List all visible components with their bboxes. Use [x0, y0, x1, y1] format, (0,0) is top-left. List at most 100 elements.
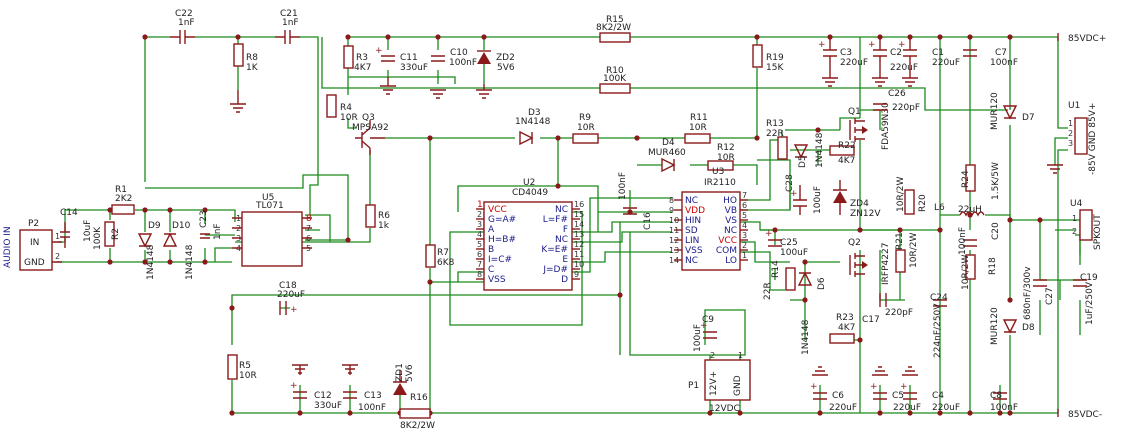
u3-left-pin-label: NC	[685, 256, 698, 266]
transistor-q3: Q3 MPSA92	[352, 113, 389, 155]
svg-text:4K7: 4K7	[838, 323, 855, 333]
cap-c28: + C28 100uF	[785, 174, 823, 215]
svg-text:D4: D4	[662, 138, 675, 148]
svg-text:C16: C16	[643, 212, 653, 230]
svg-text:U3: U3	[712, 167, 724, 177]
svg-text:C17: C17	[862, 315, 880, 325]
svg-text:D5: D5	[798, 155, 808, 168]
resistor-r16: R16 8K2/2W	[399, 393, 435, 431]
svg-text:220uF: 220uF	[829, 403, 857, 413]
svg-text:1N4148: 1N4148	[801, 319, 811, 355]
svg-text:2: 2	[710, 351, 715, 360]
svg-text:100uF: 100uF	[813, 186, 823, 214]
u2-left-pin-number: 4	[477, 230, 482, 239]
cap-c7: C7 100nF	[963, 48, 1018, 68]
u2-left-pin-label: B	[488, 245, 494, 255]
cap-c9: + C9 100uF	[693, 315, 717, 352]
u2-left-pin-number: 7	[477, 260, 482, 269]
svg-text:100nF: 100nF	[958, 227, 968, 255]
svg-text:R4: R4	[340, 103, 352, 113]
svg-text:1: 1	[1072, 214, 1077, 223]
svg-text:D9: D9	[148, 221, 161, 231]
u2-right-pin-number: 12	[574, 240, 584, 249]
svg-text:R5: R5	[239, 361, 251, 371]
svg-text:C26: C26	[888, 89, 906, 99]
svg-text:C23: C23	[199, 210, 209, 228]
resistor-r6: R6 1k	[365, 204, 390, 231]
svg-text:MUR120: MUR120	[990, 92, 1000, 130]
diode-d7: D7 MUR120	[990, 92, 1035, 130]
u2-left-pin-label: VCC	[488, 205, 507, 215]
u3-left-pin-label: HIN	[685, 216, 701, 226]
svg-text:1K: 1K	[246, 63, 259, 73]
u3-left-pin-number: 9	[669, 206, 674, 215]
cap-c2: + C2 220uF	[868, 37, 918, 78]
u2-right-pin-number: 9	[574, 270, 579, 279]
svg-text:GND: GND	[733, 375, 743, 396]
svg-text:C27: C27	[1045, 287, 1055, 305]
u3-left-pin-label: LIN	[685, 236, 699, 246]
svg-text:1k: 1k	[378, 221, 390, 231]
svg-text:330uF: 330uF	[314, 401, 342, 411]
u2-left-pin-number: 1	[477, 200, 483, 210]
svg-text:IN: IN	[30, 238, 39, 248]
svg-text:R24: R24	[961, 170, 971, 188]
svg-text:R20: R20	[918, 194, 928, 212]
u3-right-pin-number: 6	[742, 201, 747, 210]
svg-text:22R: 22R	[763, 282, 773, 300]
u2-left-pin-label: G=A#	[488, 215, 516, 225]
svg-text:10R: 10R	[689, 123, 707, 133]
resistor-r3: R3 4K7	[343, 45, 371, 73]
svg-text:C1: C1	[932, 48, 944, 58]
svg-text:12V+: 12V+	[709, 371, 719, 396]
diode-d10: D10 1N4148	[162, 221, 195, 280]
svg-text:D10: D10	[172, 221, 191, 231]
connector-p1: P1 12V+ GND 2 1 12VDC	[688, 351, 751, 414]
svg-text:U5: U5	[262, 193, 274, 203]
cap-c1: + C1 220uF	[898, 37, 960, 78]
u3-left-pin-number: 13	[669, 246, 679, 255]
u2-right-pin-number: 13	[574, 230, 584, 239]
cap-c4: + C4 220uF	[900, 382, 960, 413]
svg-text:C12: C12	[314, 391, 332, 401]
u2-left-pin-label: H=B#	[488, 235, 516, 245]
u2-right-pin-label: NC	[555, 205, 568, 215]
u2-left-pin-number: 6	[477, 250, 482, 259]
u3-left-pin-label: NC	[685, 196, 698, 206]
resistor-r20: 10R/2W R20	[896, 177, 928, 215]
resistor-r21: R21 10R/2W	[895, 232, 919, 273]
svg-text:P2: P2	[28, 219, 39, 229]
svg-text:CD4049: CD4049	[512, 188, 548, 198]
connector-u1: U1 1 2 3 -85V GND 85V+	[1068, 101, 1098, 175]
svg-text:220uF: 220uF	[893, 403, 921, 413]
cap-c8: C8 100nF	[990, 391, 1018, 413]
resistor-r13: R13 22R	[766, 119, 788, 160]
connector-u4: U4 1 2 SPKOUT	[1070, 199, 1103, 250]
rail-labels: 85VDC+ 85VDC-	[1057, 33, 1106, 420]
svg-text:10R/2W: 10R/2W	[909, 233, 919, 268]
u2-left-pin-label: A	[488, 225, 495, 235]
cap-c18: + C18 220uF	[277, 281, 305, 315]
cap-c21: C21 1nF	[275, 9, 300, 44]
u2-right-pin-number: 11	[574, 250, 584, 259]
svg-text:U4: U4	[1070, 199, 1083, 209]
svg-text:1nF: 1nF	[282, 18, 299, 28]
ic-u2: U2 CD4049 VCC1G=A#2A3H=B#4B5I=C#6C7VSS8N…	[476, 178, 584, 291]
svg-text:R9: R9	[579, 113, 591, 123]
svg-text:C21: C21	[280, 9, 298, 19]
mosfet-q2: Q2 IRFP4227	[848, 238, 891, 285]
net-label-85vdc-minus: 85VDC-	[1068, 410, 1102, 420]
u3-right-pin-label: LO	[725, 256, 737, 266]
svg-text:100K: 100K	[603, 74, 627, 84]
cap-c27: 680nF/300v C27	[1023, 266, 1055, 320]
resistor-r7: R7 6K8	[425, 244, 455, 268]
svg-text:100nF: 100nF	[449, 58, 477, 68]
u3-left-pin-label: VSS	[685, 246, 703, 256]
svg-text:L6: L6	[934, 203, 945, 213]
svg-text:4K7: 4K7	[354, 63, 371, 73]
svg-text:SPKOUT: SPKOUT	[1093, 214, 1103, 250]
svg-text:220uF: 220uF	[277, 290, 305, 300]
net-label-85vdc-plus: 85VDC+	[1068, 34, 1106, 44]
svg-text:+: +	[700, 321, 708, 331]
svg-text:IRFP4227: IRFP4227	[881, 243, 891, 285]
